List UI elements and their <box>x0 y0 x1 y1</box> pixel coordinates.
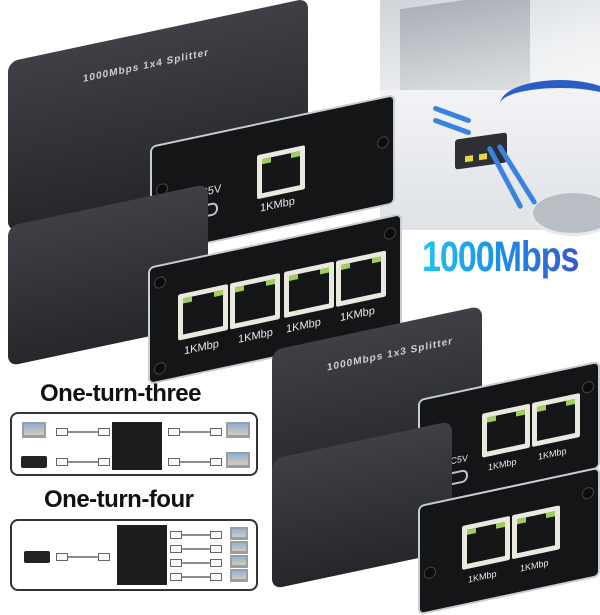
screw-icon <box>582 485 594 501</box>
led-icon <box>341 263 350 270</box>
led-icon <box>289 274 298 282</box>
plug-icon <box>98 458 110 466</box>
led-icon <box>487 415 496 423</box>
plug-icon <box>56 553 68 561</box>
led-icon <box>372 256 381 264</box>
cable-line <box>68 556 98 558</box>
router-icon <box>21 456 47 468</box>
led-icon <box>235 285 244 293</box>
laptop-icon <box>230 541 248 554</box>
led-icon <box>546 511 555 519</box>
port-label: 1KMbp <box>184 337 219 358</box>
port-label: 1KMbp <box>260 195 295 215</box>
screw-icon <box>154 275 166 290</box>
laptop-icon <box>230 527 248 540</box>
port-label: 1KMbp <box>538 445 567 462</box>
port-icon <box>465 155 473 163</box>
plug-icon <box>170 545 182 553</box>
port-socket <box>262 151 300 194</box>
cable-line <box>180 431 210 433</box>
diagram-one-to-four <box>10 519 258 591</box>
led-icon <box>496 521 505 529</box>
led-icon <box>291 151 300 159</box>
screw-icon <box>424 565 436 581</box>
plug-icon <box>210 545 222 553</box>
led-icon <box>320 267 329 275</box>
led-icon <box>467 528 476 535</box>
led-icon <box>266 279 275 286</box>
ethernet-port-2[interactable] <box>532 392 580 448</box>
port-label: 1KMbp <box>520 557 549 574</box>
led-icon <box>566 398 575 406</box>
ethernet-port-1[interactable] <box>482 403 530 458</box>
plug-icon <box>56 428 68 436</box>
laptop-icon <box>230 555 248 568</box>
cable-line <box>182 534 210 536</box>
screw-icon <box>154 361 166 376</box>
plug-icon <box>170 531 182 539</box>
screw-icon <box>582 379 594 395</box>
plug-icon <box>168 458 180 466</box>
cable-grommet <box>530 190 600 236</box>
speed-headline: 1000Mbps <box>422 233 579 281</box>
port-label: 1KMbp <box>488 456 517 473</box>
diagram-one-to-three <box>10 412 258 476</box>
plug-icon <box>168 428 180 436</box>
led-icon <box>537 405 546 413</box>
port-label: 1KMbp <box>468 568 497 585</box>
splitter-1x4-top-print: 1000Mbps 1x4 Splitter <box>83 47 210 85</box>
port-label: 1KMbp <box>286 316 321 336</box>
plug-icon <box>210 559 222 567</box>
splitter-icon <box>112 422 162 470</box>
plug-icon <box>98 428 110 436</box>
cable-line <box>68 431 98 433</box>
plug-icon <box>210 531 222 539</box>
port-label: 1KMbp <box>340 304 375 325</box>
cable-line <box>182 562 210 564</box>
splitter-1x3-top-print: 1000Mbps 1x3 Splitter <box>327 335 454 374</box>
ethernet-port-input[interactable] <box>257 145 305 200</box>
port-icon <box>479 153 487 161</box>
led-icon <box>262 157 271 165</box>
laptop-icon <box>22 422 46 438</box>
screw-icon <box>384 226 396 241</box>
blue-swoosh <box>500 80 600 128</box>
router-icon <box>24 551 50 563</box>
plug-icon <box>170 573 182 581</box>
led-icon <box>517 517 526 525</box>
cable-line <box>68 461 98 463</box>
cable-line <box>182 576 210 578</box>
diagram-title-one-to-four: One-turn-four <box>44 486 194 513</box>
plug-icon <box>98 553 110 561</box>
laptop-icon <box>230 569 248 582</box>
ethernet-port-2[interactable] <box>512 505 560 560</box>
plug-icon <box>210 573 222 581</box>
laptop-icon <box>226 422 250 438</box>
lifestyle-scene <box>380 0 600 236</box>
plug-icon <box>170 559 182 567</box>
ethernet-port-4[interactable] <box>336 250 386 308</box>
plug-icon <box>210 428 222 436</box>
ethernet-port-1[interactable] <box>462 515 510 570</box>
ethernet-port-2[interactable] <box>230 272 280 330</box>
led-icon <box>214 290 223 297</box>
led-icon <box>183 296 192 304</box>
port-label: 1KMbp <box>238 326 273 346</box>
splitter-icon <box>117 525 167 585</box>
screw-icon <box>377 135 389 150</box>
laptop-icon <box>226 452 250 468</box>
ethernet-port-3[interactable] <box>284 261 334 319</box>
led-icon <box>516 409 525 417</box>
cable-line <box>182 548 210 550</box>
diagram-title-one-to-three: One-turn-three <box>40 380 202 407</box>
cable-line <box>180 461 210 463</box>
plug-icon <box>210 458 222 466</box>
plug-icon <box>56 458 68 466</box>
ethernet-port-1[interactable] <box>178 283 228 341</box>
